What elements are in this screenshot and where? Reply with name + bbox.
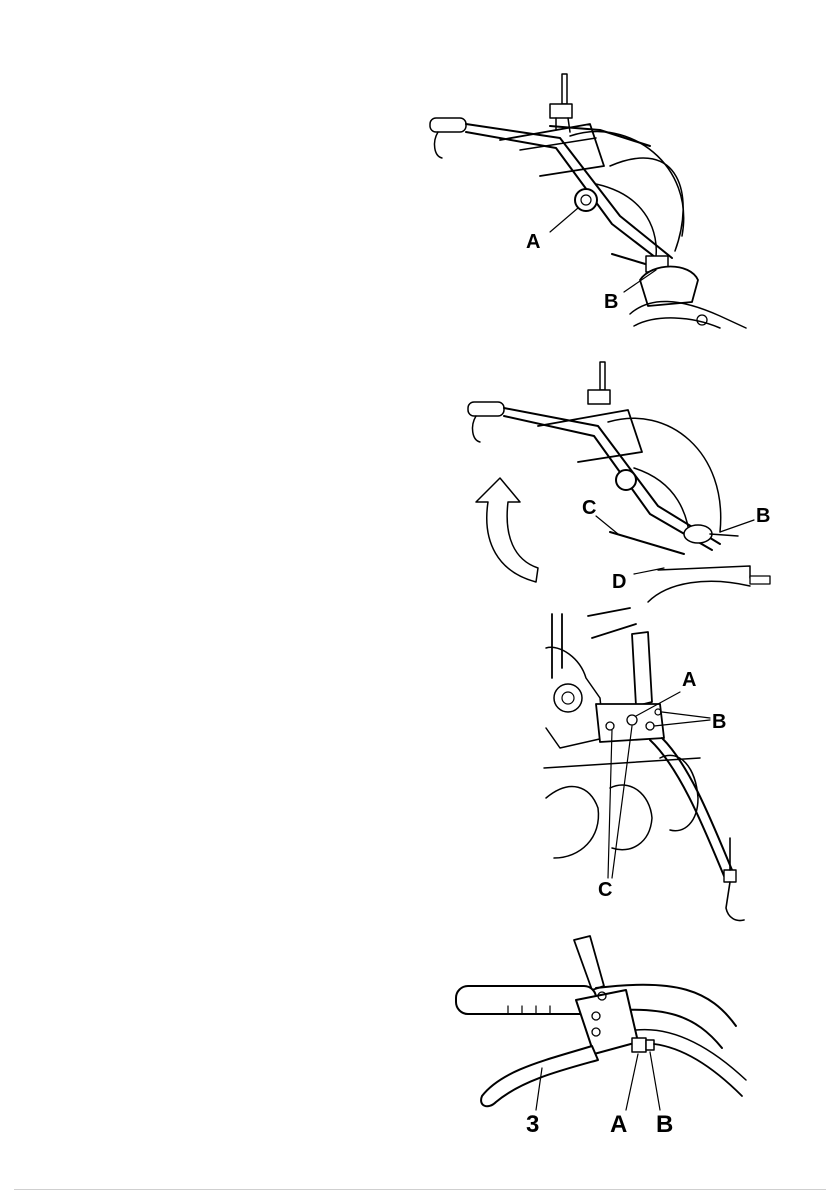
depth-bar-bracket-drawing: A B C [540,608,762,928]
page-bottom-rule [14,1189,826,1190]
label-a: A [526,231,540,253]
label-c: C [598,879,612,901]
label-a: A [610,1111,627,1138]
label-b: B [604,291,618,313]
figure-handlebar-raised: C B D [458,356,788,604]
handlebar-raised-drawing: C B D [458,356,788,604]
figure-handlebar-assembly: A B [420,66,750,346]
handlebar-assembly-drawing: A B [420,66,750,346]
label-d: D [612,571,626,593]
label-b: B [712,711,726,733]
label-a: A [682,669,696,691]
clutch-lever-drawing: 3 A B [446,930,752,1142]
figure-depth-bar-bracket: A B C [540,608,762,928]
figure-clutch-lever: 3 A B [446,930,752,1142]
label-c: C [582,497,596,519]
label-b: B [656,1111,673,1138]
label-b: B [756,505,770,527]
label-3: 3 [526,1111,539,1138]
